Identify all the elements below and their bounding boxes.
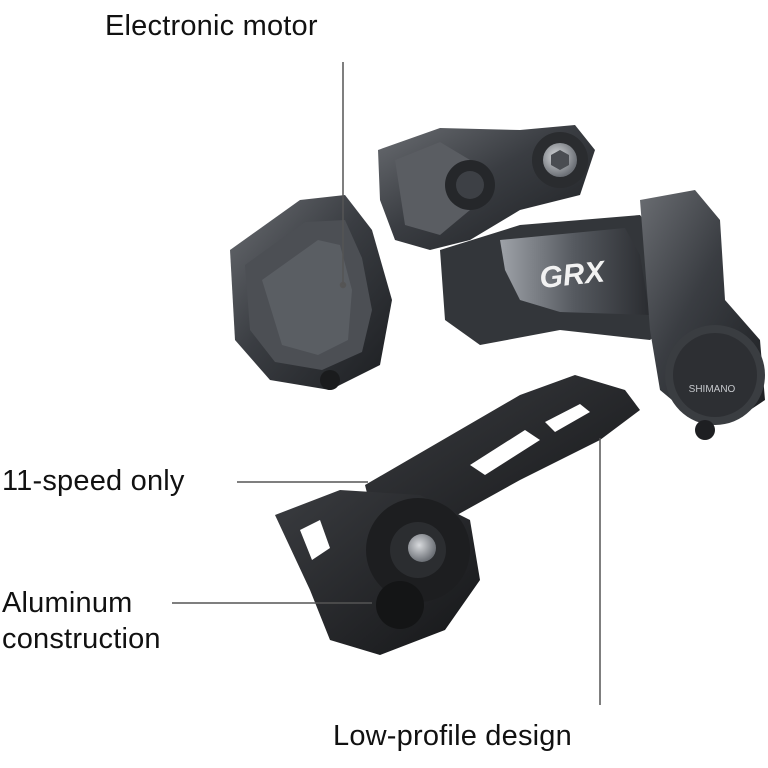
pulley-cage xyxy=(275,490,480,655)
callout-electronic-motor: Electronic motor xyxy=(105,10,318,42)
motor-housing xyxy=(230,195,392,390)
leader-lines xyxy=(172,62,601,705)
cover-logo-text: SHIMANO xyxy=(689,384,736,395)
arm-logo-text: GRX xyxy=(538,255,608,295)
mount-knuckle xyxy=(378,125,595,250)
motor-cover: SHIMANO xyxy=(640,190,765,440)
leader-dot-motor xyxy=(339,281,347,289)
callout-aluminum-line1: Aluminum xyxy=(2,587,133,619)
callout-low-profile: Low-profile design xyxy=(333,720,572,752)
parallelogram-arm: GRX xyxy=(440,215,675,345)
callout-11-speed: 11-speed only xyxy=(2,465,185,497)
callout-aluminum-construction: Aluminum construction xyxy=(2,585,222,657)
callout-aluminum-line2: construction xyxy=(2,623,161,655)
